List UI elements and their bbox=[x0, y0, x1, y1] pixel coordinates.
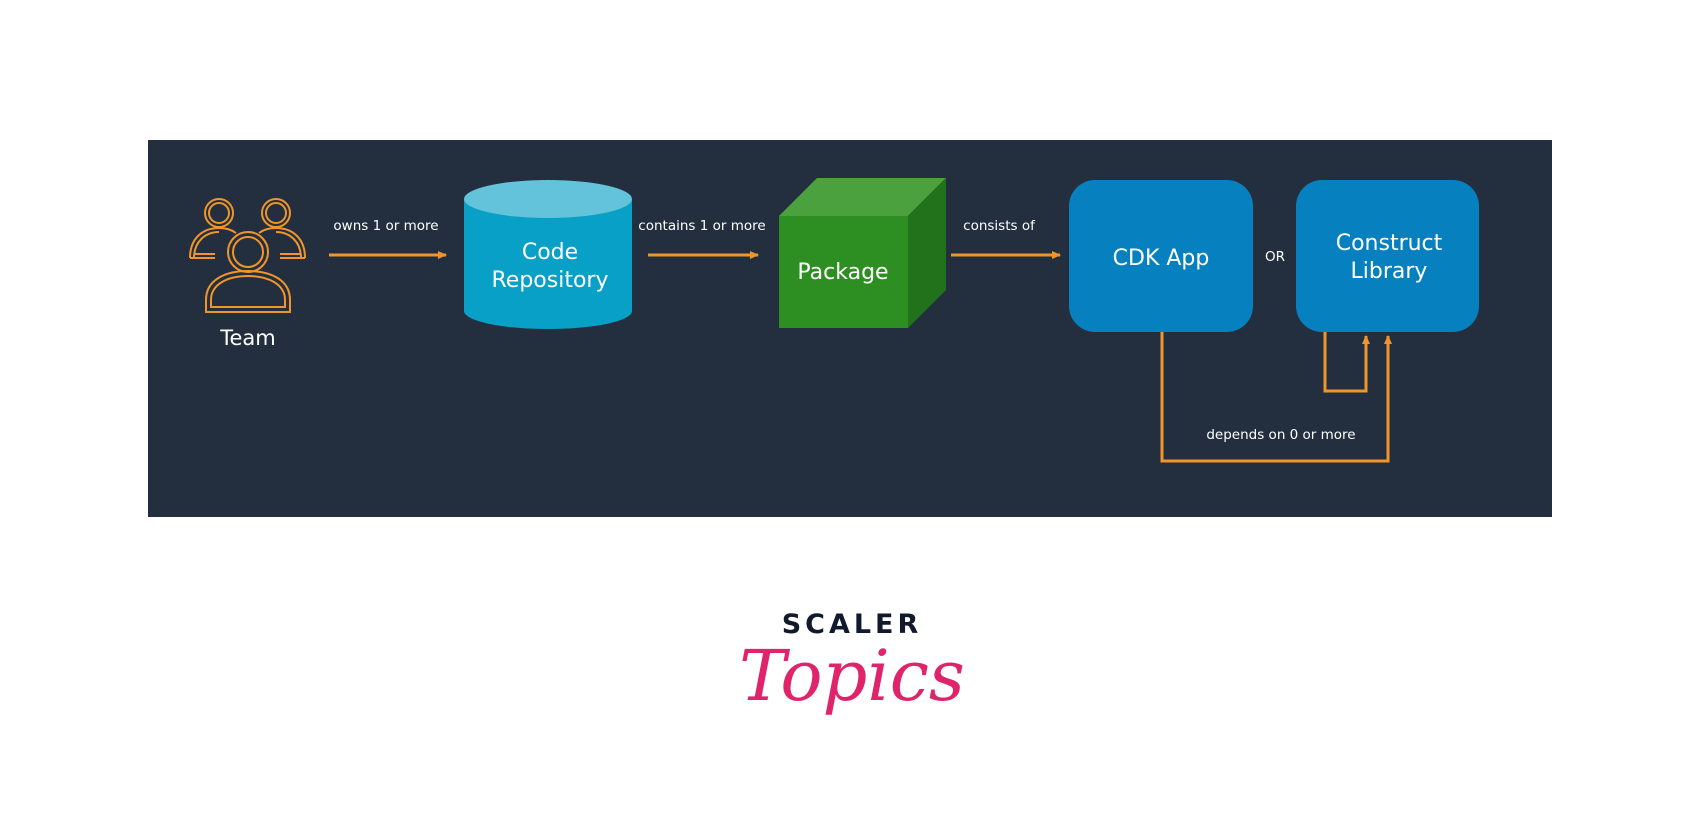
arrow-cdk-depends-on-construct bbox=[1160, 332, 1392, 463]
scaler-topics-logo: SCALER Topics bbox=[739, 609, 965, 717]
team-label: Team bbox=[219, 326, 276, 350]
or-label: OR bbox=[1265, 249, 1285, 265]
construct-library-label-line2: Library bbox=[1351, 259, 1428, 284]
construct-library-node bbox=[1296, 180, 1479, 332]
arrow-construct-self-dependency bbox=[1323, 332, 1370, 393]
logo-topics-text: Topics bbox=[739, 635, 965, 717]
users-group-icon bbox=[189, 198, 306, 313]
package-label: Package bbox=[797, 260, 888, 285]
logo-scaler-text: SCALER bbox=[782, 609, 923, 640]
construct-library-label-line1: Construct bbox=[1336, 231, 1443, 256]
edge-label-owns: owns 1 or more bbox=[333, 218, 438, 234]
code-repository-node bbox=[464, 180, 632, 329]
code-repository-label-line2: Repository bbox=[492, 268, 609, 293]
cdk-app-label: CDK App bbox=[1113, 246, 1210, 271]
cdk-app-node bbox=[1069, 180, 1253, 332]
package-node bbox=[779, 178, 946, 328]
edge-label-contains: contains 1 or more bbox=[638, 218, 765, 234]
edge-label-depends: depends on 0 or more bbox=[1206, 427, 1355, 443]
code-repository-label-line1: Code bbox=[522, 240, 578, 265]
edge-label-consists: consists of bbox=[963, 218, 1036, 234]
